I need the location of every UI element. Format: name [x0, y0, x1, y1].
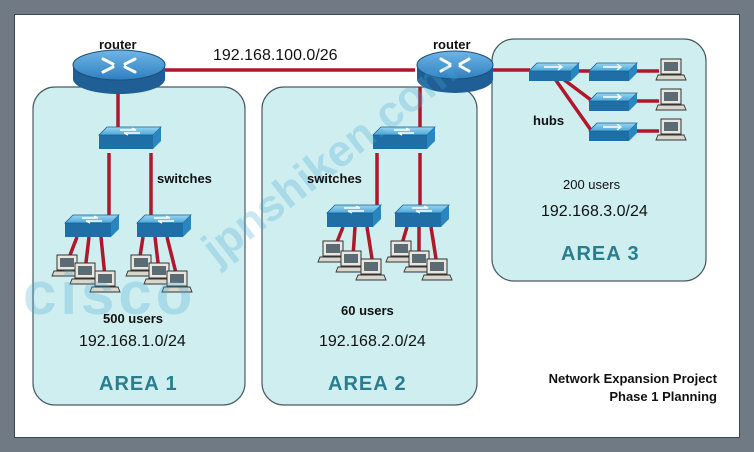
- area2-access-switch-right-icon: [394, 204, 450, 227]
- area1-access-switch-right-icon: [136, 214, 192, 237]
- switch-icons: [64, 126, 450, 237]
- area2-access-switch-left-icon: [326, 204, 382, 227]
- router-1-label: router: [99, 37, 137, 52]
- hub-icons: [528, 62, 638, 141]
- pc-icons: [51, 58, 687, 293]
- router-2-label: router: [433, 37, 471, 52]
- area-3-subnet: 192.168.3.0/24: [541, 203, 648, 220]
- area2-distribution-switch-icon: [372, 126, 436, 149]
- area-1-device-label: switches: [157, 171, 212, 186]
- area1-pc-icon: [89, 270, 121, 293]
- area-1-title: AREA 1: [99, 373, 178, 395]
- area-3-device-label: hubs: [533, 113, 565, 128]
- area-2-device-label: switches: [307, 171, 362, 186]
- area1-distribution-switch-icon: [98, 126, 162, 149]
- area-3-users: 200 users: [563, 177, 621, 192]
- area2-pc-icon: [355, 258, 387, 281]
- area3-hub-main-icon: [528, 62, 580, 81]
- area3-hub-2-icon: [588, 92, 638, 111]
- project-phase: Phase 1 Planning: [609, 389, 717, 404]
- area-1-users: 500 users: [103, 311, 163, 326]
- area3-hub-3-icon: [588, 122, 638, 141]
- area-2-title: AREA 2: [328, 373, 407, 395]
- area-3-title: AREA 3: [561, 243, 640, 265]
- area3-pc-icon: [655, 58, 687, 81]
- wan-subnet-label: 192.168.100.0/26: [213, 47, 338, 64]
- diagram-canvas: cisco jpnshiken.com router router 192.16…: [14, 14, 740, 438]
- router-1-icon: [72, 49, 166, 94]
- area1-access-switch-left-icon: [64, 214, 120, 237]
- area1-pc-icon: [69, 262, 101, 285]
- project-title: Network Expansion Project: [548, 371, 717, 386]
- router-2-icon: [416, 50, 494, 93]
- area3-hub-1-icon: [588, 62, 638, 81]
- area-2-users: 60 users: [341, 303, 394, 318]
- area-2-subnet: 192.168.2.0/24: [319, 333, 426, 350]
- area3-pc-icon: [655, 88, 687, 111]
- area1-pc-icon: [161, 270, 193, 293]
- network-diagram: [32, 38, 707, 406]
- area3-pc-icon: [655, 118, 687, 141]
- area2-pc-icon: [421, 258, 453, 281]
- area-1-subnet: 192.168.1.0/24: [79, 333, 186, 350]
